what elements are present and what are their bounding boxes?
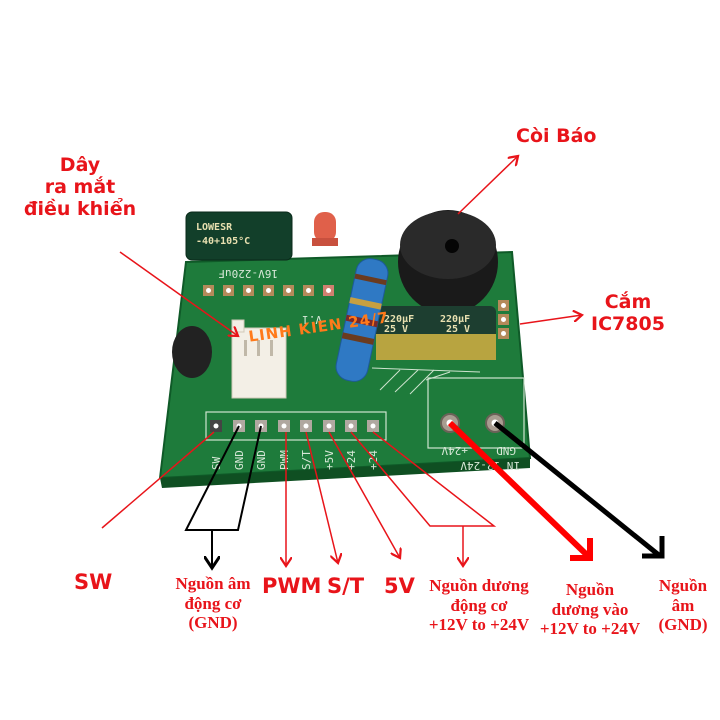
label-ic7805-line2: IC7805	[591, 312, 665, 335]
label-motor-gnd: Nguồn âm động cơ (GND)	[158, 574, 268, 633]
silk-version: V.1	[302, 313, 322, 326]
cap-large-text-1b: 220µF	[440, 314, 470, 325]
label-motor-gnd-line2: động cơ	[184, 593, 242, 613]
ic7805-socket-pins	[498, 300, 509, 339]
silk-label-gnd-power: GND	[496, 444, 516, 457]
arrow-st	[305, 431, 338, 563]
label-eye-wire-line3: điều khiển	[23, 197, 137, 220]
arrow-eye-wire	[119, 251, 238, 336]
transistor	[172, 326, 212, 378]
bottom-pin-header	[210, 420, 379, 432]
arrow-input-positive	[447, 420, 591, 559]
label-input-gnd-line1: Nguồn	[658, 576, 708, 595]
label-eye-wire-line1: Dây	[59, 154, 101, 176]
arrow-input-gnd	[493, 421, 662, 558]
label-motor-positive-line1: Nguồn dương	[429, 576, 529, 595]
silk-label-st: S/T	[300, 450, 313, 470]
label-sw: SW	[74, 570, 113, 594]
cap-small-rating: 16V-220uF	[218, 267, 278, 280]
label-motor-gnd-line3: (GND)	[188, 613, 238, 633]
buzzer	[398, 210, 498, 314]
cap-small-text-1: LOWESR	[196, 222, 233, 233]
cap-small-text-2: -40+105°C	[196, 236, 250, 247]
cap-large-text-2: 25 V	[384, 324, 408, 335]
cap-large-text-1: 220µF	[384, 314, 414, 325]
arrow-motor-positive	[350, 431, 497, 527]
label-motor-positive-line3: +12V to +24V	[428, 615, 530, 635]
silk-label-sw: SW	[210, 456, 223, 470]
label-ic7805: Cắm IC7805	[588, 291, 668, 336]
small-capacitor: LOWESR -40+105°C 16V-220uF	[185, 211, 293, 280]
label-input-gnd-line3: (GND)	[658, 615, 708, 635]
silk-label-gnd-2: GND	[255, 450, 268, 470]
label-input-positive-line2: dương vào	[551, 599, 629, 619]
silk-label-5v: +5V	[323, 450, 336, 470]
label-pwm: PWM	[262, 574, 322, 598]
arrow-5v	[328, 431, 400, 558]
label-motor-positive-line2: động cơ	[450, 595, 508, 615]
arrow-buzzer	[457, 156, 518, 215]
label-input-gnd: Nguồn âm (GND)	[650, 576, 716, 635]
label-input-positive: Nguồn dương vào +12V to +24V	[536, 580, 644, 639]
large-capacitor: 220µF 220µF 25 V 25 V	[376, 306, 496, 360]
silk-label-24-1: +24	[345, 450, 358, 470]
label-motor-positive: Nguồn dương động cơ +12V to +24V	[420, 576, 538, 635]
label-input-positive-line1: Nguồn	[565, 580, 615, 599]
arrow-ic7805	[519, 315, 582, 325]
label-input-gnd-line2: âm	[671, 595, 695, 615]
label-motor-gnd-line1: Nguồn âm	[175, 574, 251, 593]
red-led	[312, 212, 338, 246]
label-eye-wire-line2: ra mắt	[44, 175, 116, 198]
label-5v: 5V	[384, 574, 415, 598]
label-st: S/T	[327, 574, 365, 598]
cap-large-text-2b: 25 V	[446, 324, 470, 335]
silk-label-gnd-1: GND	[233, 450, 246, 470]
resistor	[335, 258, 389, 382]
top-pin-row	[203, 285, 334, 296]
label-ic7805-line1: Cắm	[604, 291, 652, 313]
arrow-sw	[101, 431, 215, 529]
silk-label-24v: +24V	[441, 444, 468, 457]
silk-label-pwm: PWM	[278, 450, 291, 470]
label-buzzer: Còi Báo	[516, 125, 597, 147]
label-eye-wire: Dây ra mắt điều khiển	[20, 154, 140, 221]
label-input-positive-line3: +12V to +24V	[539, 619, 641, 639]
